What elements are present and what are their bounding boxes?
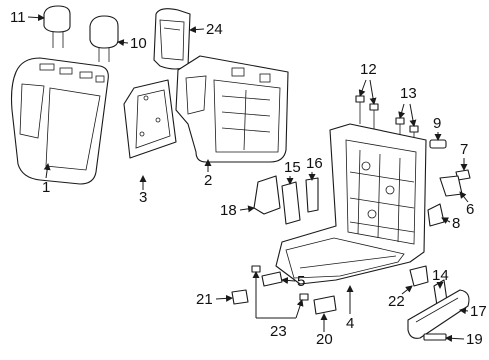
svg-text:8: 8 (452, 215, 460, 232)
svg-text:16: 16 (306, 155, 323, 172)
clip-9 (429, 139, 447, 149)
callout-7: 7 (460, 141, 468, 171)
callout-19: 19 (445, 331, 483, 348)
svg-text:10: 10 (130, 35, 147, 52)
svg-text:11: 11 (10, 9, 26, 26)
bracket-8 (427, 203, 445, 227)
bracket-18 (253, 175, 281, 215)
svg-text:20: 20 (316, 331, 333, 348)
clip-20 (313, 295, 337, 315)
callout-23: 23 (252, 271, 304, 340)
bracket-16 (305, 177, 319, 213)
svg-text:9: 9 (433, 115, 441, 132)
svg-text:1: 1 (42, 179, 50, 196)
callout-5: 5 (281, 273, 305, 290)
callout-18: 18 (220, 202, 255, 219)
callout-3: 3 (139, 175, 147, 206)
bolts-12 (355, 95, 379, 130)
callout-11: 11 (10, 9, 45, 26)
svg-text:5: 5 (297, 273, 305, 290)
callout-4: 4 (346, 285, 354, 332)
headrest-left (43, 5, 71, 48)
callout-14: 14 (432, 267, 449, 289)
headrest-right (89, 15, 119, 62)
callout-21: 21 (196, 291, 233, 308)
back-pad (123, 79, 177, 159)
callout-9: 9 (433, 115, 442, 141)
svg-text:2: 2 (204, 172, 212, 189)
seatback-cover (10, 57, 109, 185)
callout-12: 12 (358, 61, 377, 105)
bracket-22 (409, 265, 429, 287)
pin-19 (423, 333, 447, 341)
svg-text:23: 23 (270, 323, 287, 340)
callout-16: 16 (306, 155, 323, 181)
side-shield-17 (407, 289, 470, 339)
svg-text:12: 12 (360, 61, 377, 78)
svg-text:18: 18 (220, 202, 237, 219)
bracket-15 (281, 181, 301, 225)
svg-text:14: 14 (432, 267, 449, 284)
seat-frame-assembly (275, 123, 427, 285)
callout-8: 8 (441, 215, 460, 232)
callout-13: 13 (398, 85, 417, 127)
callout-15: 15 (284, 159, 301, 185)
callout-2: 2 (204, 159, 212, 189)
svg-text:4: 4 (346, 315, 354, 332)
svg-text:15: 15 (284, 159, 301, 176)
callout-10: 10 (117, 35, 147, 52)
seatback-frame (175, 55, 289, 163)
svg-text:24: 24 (206, 21, 223, 38)
clip-21 (231, 289, 249, 305)
callout-22: 22 (388, 285, 413, 310)
svg-text:19: 19 (466, 331, 483, 348)
svg-text:3: 3 (139, 189, 147, 206)
callout-24: 24 (189, 21, 223, 38)
callout-17: 17 (459, 303, 487, 320)
callout-6: 6 (459, 191, 474, 218)
callout-1: 1 (42, 163, 51, 196)
clip-5 (261, 271, 283, 287)
svg-text:7: 7 (460, 141, 468, 158)
bracket-6 (439, 175, 463, 197)
svg-text:17: 17 (470, 303, 487, 320)
svg-text:22: 22 (388, 293, 405, 310)
armrest-pad (153, 8, 191, 70)
callout-20: 20 (316, 313, 333, 348)
svg-text:13: 13 (400, 85, 417, 102)
svg-text:21: 21 (196, 291, 213, 308)
svg-text:6: 6 (466, 201, 474, 218)
